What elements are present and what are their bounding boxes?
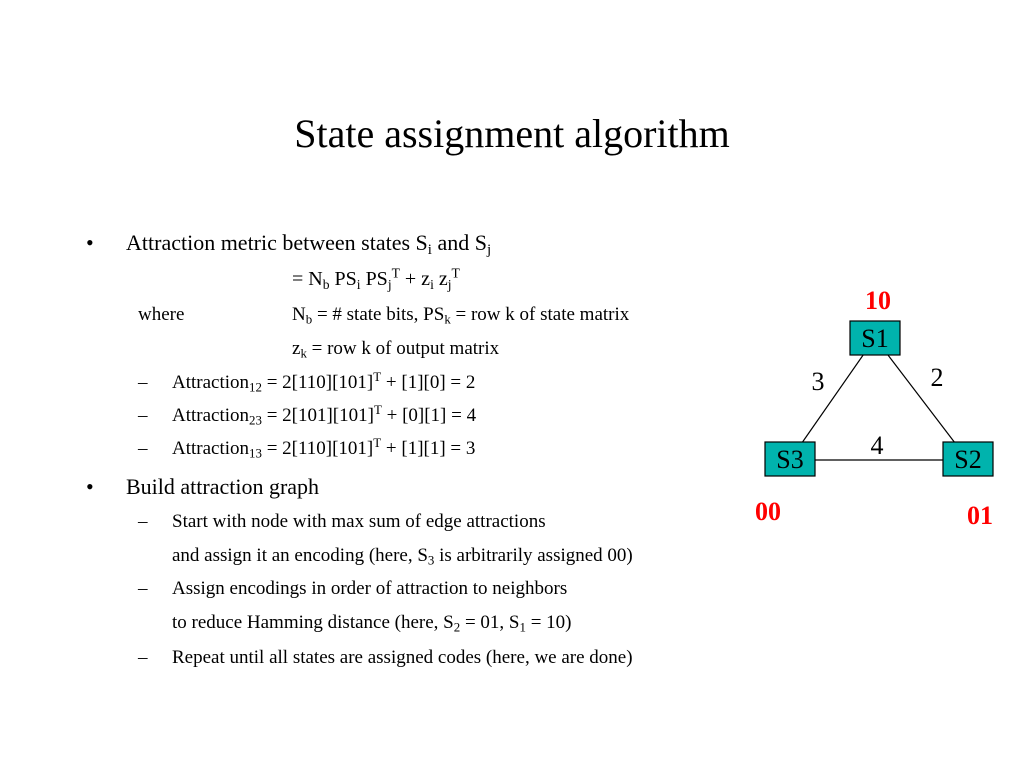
node-s2-label: S2 (954, 445, 981, 474)
dash-marker: – (138, 511, 148, 532)
bullet-marker: • (86, 474, 94, 499)
attraction-13: Attraction13 = 2[110][101]T + [1][1] = 3 (172, 434, 476, 461)
node-s1-label: S1 (861, 324, 888, 353)
step-start-node: Start with node with max sum of edge att… (172, 511, 546, 532)
node-s3-label: S3 (776, 445, 803, 474)
dash-marker: – (138, 647, 148, 668)
node-s3: S3 (764, 441, 816, 477)
node-s1-shape (849, 320, 901, 356)
step-assign-encodings-cont: to reduce Hamming distance (here, S2 = 0… (172, 612, 572, 635)
attraction-graph: S1 S3 S2 3 2 4 10 00 01 (755, 286, 994, 530)
where-definition-nb: Nb = # state bits, PSk = row k of state … (292, 304, 630, 327)
dash-marker: – (138, 405, 148, 426)
node-s2-shape (942, 441, 994, 477)
bullet-attraction-metric: Attraction metric between states Si and … (126, 230, 492, 259)
weight-s1-s3: 3 (812, 367, 825, 396)
edge-s1-s3 (789, 337, 876, 461)
bullet-build-graph: Build attraction graph (126, 474, 320, 499)
dash-marker: – (138, 438, 148, 459)
dash-marker: – (138, 578, 148, 599)
code-s2: 01 (967, 501, 993, 530)
step-assign-encodings: Assign encodings in order of attraction … (172, 578, 568, 599)
attraction-formula: = Nb PSi PSjT + zi zjT (292, 265, 460, 292)
attraction-23: Attraction23 = 2[101][101]T + [0][1] = 4 (172, 401, 477, 428)
weight-s2-s3: 4 (871, 431, 884, 460)
where-label: where (138, 304, 185, 325)
bullet-marker: • (86, 230, 94, 255)
attraction-12: Attraction12 = 2[110][101]T + [1][0] = 2 (172, 368, 476, 395)
where-definition-zk: zk = row k of output matrix (292, 338, 500, 361)
code-s1: 10 (865, 286, 891, 315)
node-s1: S1 (849, 320, 901, 356)
code-s3: 00 (755, 497, 781, 526)
page-title: State assignment algorithm (294, 111, 730, 156)
step-start-node-cont: and assign it an encoding (here, S3 is a… (172, 545, 633, 568)
node-s2: S2 (942, 441, 994, 477)
edge-s1-s2 (874, 337, 969, 461)
step-repeat: Repeat until all states are assigned cod… (172, 647, 633, 668)
weight-s1-s2: 2 (931, 363, 944, 392)
dash-marker: – (138, 372, 148, 393)
node-s3-shape (764, 441, 816, 477)
